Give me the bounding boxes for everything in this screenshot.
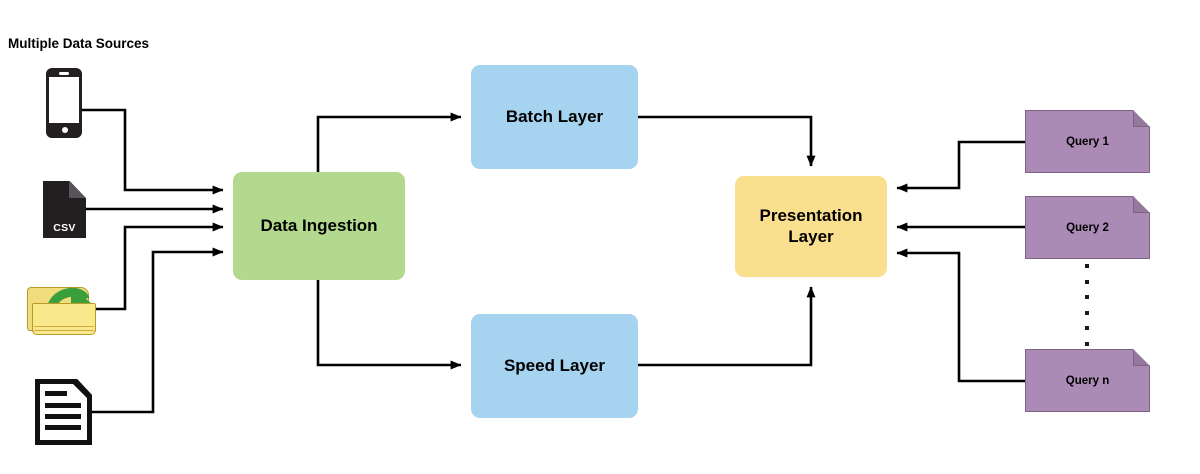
folder-edge-line-1 <box>34 326 94 328</box>
document-icon <box>35 379 92 445</box>
edge-batch-to-presentation <box>638 115 816 167</box>
node-presentation-layer[interactable]: Presentation Layer <box>735 176 887 277</box>
edge-query1-to-presentation <box>896 140 1025 193</box>
ellipsis-dot <box>1085 310 1089 315</box>
ellipsis-dot <box>1085 279 1089 284</box>
folder-edge-line-2 <box>34 330 94 332</box>
node-speed-layer-label: Speed Layer <box>503 355 606 375</box>
query-node-n-fold-icon <box>1133 349 1150 366</box>
page-title: Multiple Data Sources <box>8 36 150 51</box>
edge-ingestion-to-speed <box>316 280 462 370</box>
document-text-line <box>45 425 81 430</box>
folder-import-icon <box>27 281 101 337</box>
node-speed-layer[interactable]: Speed Layer <box>471 314 638 418</box>
ellipsis-dot <box>1085 295 1089 300</box>
edge-queryn-to-presentation <box>896 248 1025 383</box>
edge-document-to-ingestion <box>92 247 224 414</box>
folder-front <box>32 303 96 335</box>
ellipsis-dot <box>1085 342 1089 346</box>
csv-fold-corner <box>69 181 86 198</box>
document-text-line <box>45 391 67 396</box>
ellipsis-dot <box>1085 264 1089 268</box>
edge-ingestion-to-batch <box>316 112 462 172</box>
edge-folder-to-ingestion <box>86 222 224 311</box>
node-presentation-layer-label-line2: Layer <box>788 226 834 246</box>
csv-label: CSV <box>53 222 76 234</box>
query-node-1-fold-icon <box>1133 110 1150 127</box>
document-text-line <box>45 414 81 419</box>
mobile-phone-icon <box>46 68 82 138</box>
node-presentation-layer-label-line1: Presentation <box>759 205 863 225</box>
phone-screen <box>49 77 79 123</box>
phone-home-button <box>61 127 68 133</box>
query-ellipsis-icon <box>1085 264 1090 346</box>
query-node-n[interactable]: Query n <box>1025 349 1150 412</box>
phone-speaker <box>59 72 69 75</box>
node-batch-layer[interactable]: Batch Layer <box>471 65 638 169</box>
node-batch-layer-label: Batch Layer <box>505 106 604 126</box>
query-node-1-label: Query 1 <box>1066 135 1109 148</box>
query-node-2-label: Query 2 <box>1066 221 1109 234</box>
node-data-ingestion-label: Data Ingestion <box>260 215 378 235</box>
edge-phone-to-ingestion <box>82 108 224 195</box>
ellipsis-dot <box>1085 326 1089 331</box>
document-fold-corner <box>72 383 88 399</box>
query-node-2[interactable]: Query 2 <box>1025 196 1150 259</box>
query-node-1[interactable]: Query 1 <box>1025 110 1150 173</box>
query-node-n-label: Query n <box>1065 374 1110 387</box>
edge-speed-to-presentation <box>638 286 816 367</box>
query-node-2-fold-icon <box>1133 196 1150 213</box>
document-text-line <box>45 403 81 408</box>
node-data-ingestion[interactable]: Data Ingestion <box>233 172 405 280</box>
csv-file-icon: CSV <box>43 181 86 238</box>
